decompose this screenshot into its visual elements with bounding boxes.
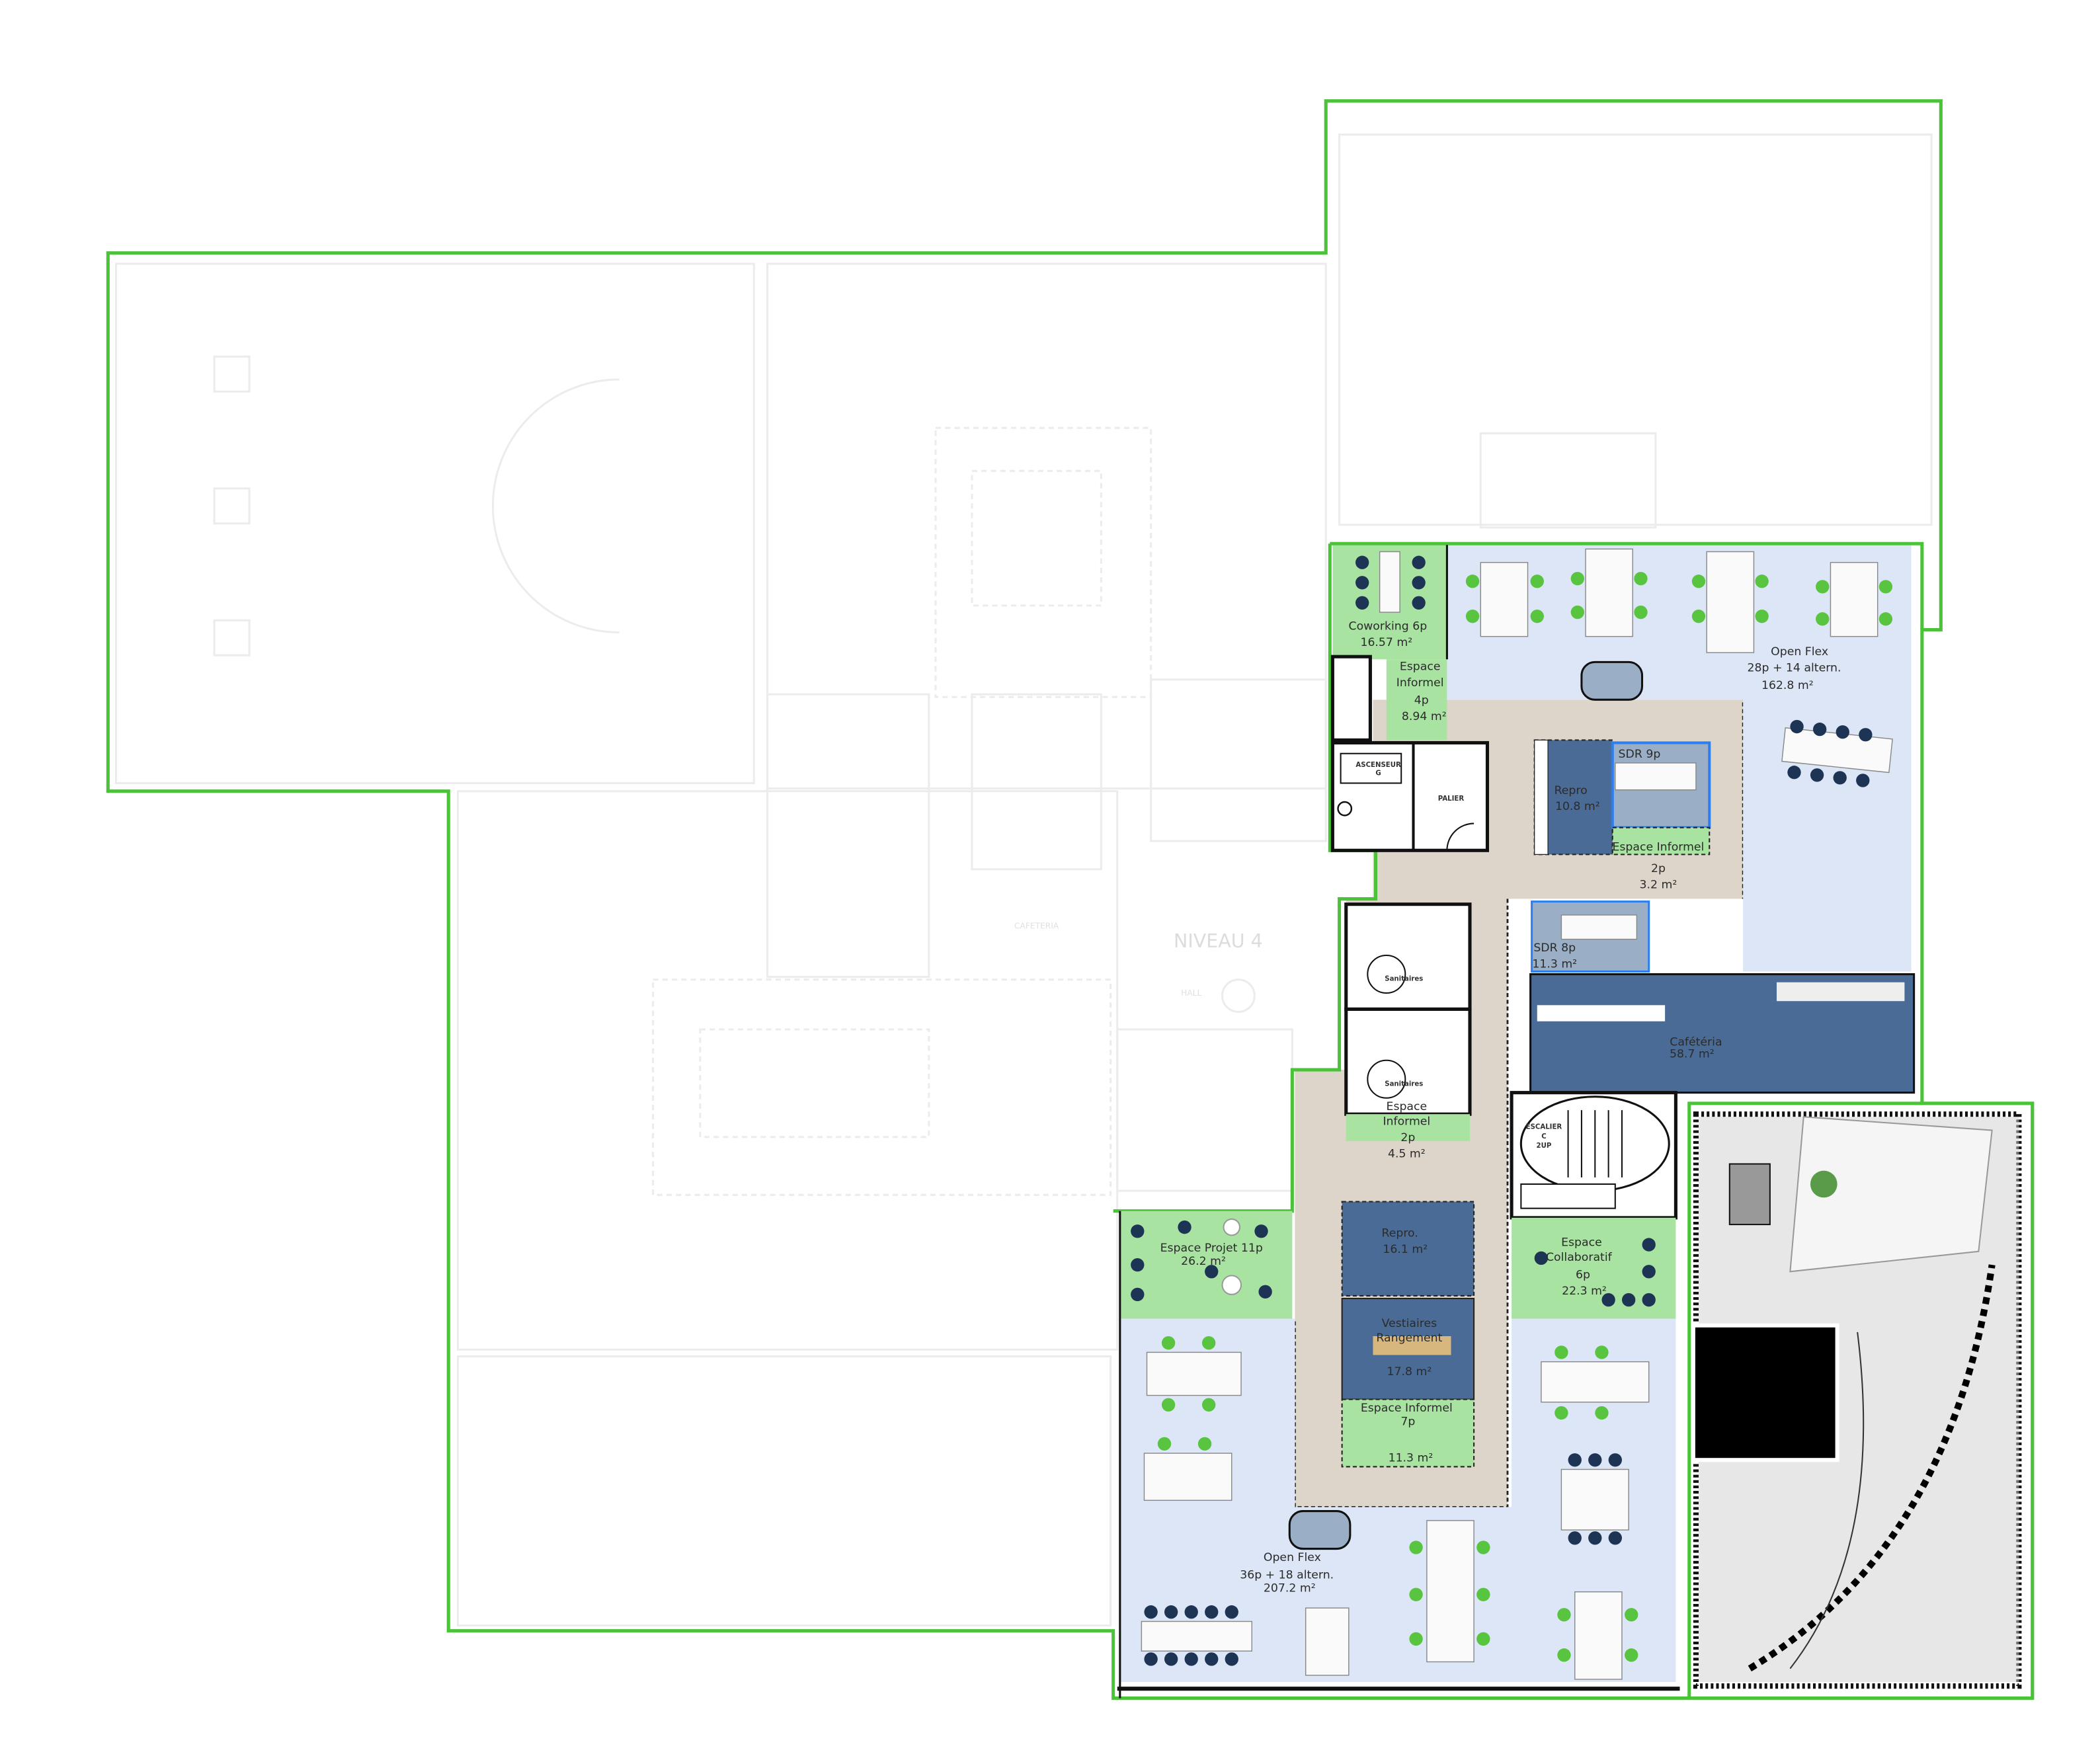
escalier-name2: C bbox=[1541, 1133, 1546, 1140]
desk-cluster bbox=[1143, 1437, 1232, 1501]
core-block bbox=[1330, 655, 1489, 852]
palier-name: PALIER bbox=[1438, 795, 1465, 803]
espace-projet-area: 26.2 m² bbox=[1181, 1255, 1226, 1268]
phone-booth bbox=[1580, 660, 1644, 701]
desk-cluster bbox=[1146, 1336, 1242, 1412]
open-flex-south-zone bbox=[1119, 1318, 1676, 1683]
repro-north-name: Repro bbox=[1555, 784, 1588, 797]
espace-collaboratif-name2: Collaboratif bbox=[1546, 1251, 1613, 1264]
vestiaires-name2: Rangement bbox=[1376, 1332, 1442, 1345]
sanitaires-1-name: Sanitaires bbox=[1385, 976, 1423, 983]
cafeteria-name: Cafétéria bbox=[1670, 1035, 1722, 1049]
repro-south-name: Repro. bbox=[1382, 1226, 1418, 1240]
sdr-9p-name: SDR 9p bbox=[1619, 748, 1661, 761]
espace-informel-2p-north-zone bbox=[1611, 826, 1711, 856]
sdr-8p-area: 11.3 m² bbox=[1532, 957, 1577, 971]
open-flex-north-area: 162.8 m² bbox=[1761, 679, 1814, 692]
espace-projet-name: Espace Projet 11p bbox=[1160, 1242, 1263, 1255]
ascenseur-name2: G bbox=[1375, 770, 1381, 777]
stair-block bbox=[1510, 1091, 1677, 1220]
escalier-name1: ESCALIER bbox=[1526, 1124, 1562, 1131]
repro-south-zone bbox=[1341, 1201, 1475, 1297]
espace-informel-2p-south-name2: Informel bbox=[1383, 1115, 1430, 1128]
repro-north-area: 10.8 m² bbox=[1555, 800, 1600, 813]
desk-cluster bbox=[1570, 548, 1648, 637]
sdr-8p-name: SDR 8p bbox=[1533, 941, 1576, 955]
espace-informel-7p-name: Espace Informel bbox=[1361, 1402, 1453, 1415]
collab-seats bbox=[1534, 1238, 1656, 1307]
espace-informel-4p-zone bbox=[1386, 659, 1447, 740]
coworking-area: 16.57 m² bbox=[1360, 636, 1412, 649]
pool bbox=[1691, 1323, 1839, 1462]
desk-cluster bbox=[1560, 1453, 1629, 1545]
espace-informel-2p-north-capacity: 2p bbox=[1651, 862, 1666, 875]
vestiaires-name1: Vestiaires bbox=[1382, 1317, 1437, 1330]
coworking-name: Coworking 6p bbox=[1349, 619, 1428, 633]
escalier-name3: 2UP bbox=[1537, 1142, 1552, 1150]
bg-hall-label: HALL bbox=[1181, 988, 1201, 998]
open-flex-north-capacity: 28p + 14 altern. bbox=[1748, 662, 1841, 675]
repro-south-area: 16.1 m² bbox=[1383, 1243, 1428, 1256]
espace-collaboratif-name1: Espace bbox=[1561, 1236, 1602, 1250]
level-label: NIVEAU 4 bbox=[1174, 930, 1263, 952]
bench-table bbox=[1141, 1605, 1252, 1666]
desk-cluster bbox=[1816, 562, 1893, 637]
project-seats bbox=[1131, 1218, 1272, 1302]
vestiaires-area: 17.8 m² bbox=[1387, 1365, 1432, 1378]
open-flex-south-area: 207.2 m² bbox=[1264, 1582, 1316, 1595]
desk-cluster bbox=[1541, 1345, 1650, 1420]
room-labels: Coworking 6p 16.57 m² Open Flex 28p + 14… bbox=[1160, 619, 1841, 1595]
sanitaires-block bbox=[1344, 902, 1472, 1116]
espace-informel-7p-capacity: 7p bbox=[1400, 1415, 1415, 1428]
espace-informel-4p-name1: Espace bbox=[1400, 660, 1441, 674]
espace-informel-4p-area: 8.94 m² bbox=[1402, 710, 1447, 723]
desk-cluster bbox=[1557, 1591, 1638, 1680]
espace-informel-2p-south-zone bbox=[1346, 1114, 1470, 1141]
open-flex-north-zone bbox=[1447, 545, 1912, 972]
bg-cafeteria-label: CAFETERIA bbox=[1014, 921, 1059, 930]
desk-cluster bbox=[1409, 1520, 1490, 1663]
espace-informel-2p-south-area: 4.5 m² bbox=[1388, 1147, 1426, 1160]
espace-informel-2p-north-area: 3.2 m² bbox=[1640, 878, 1677, 891]
meeting-table bbox=[1781, 719, 1893, 787]
espace-informel-2p-south-capacity: 2p bbox=[1400, 1131, 1415, 1144]
espace-collaboratif-capacity: 6p bbox=[1576, 1268, 1590, 1281]
espace-informel-7p-area: 11.3 m² bbox=[1389, 1451, 1434, 1464]
coworking-table bbox=[1355, 551, 1426, 613]
sanitaires-2-name: Sanitaires bbox=[1385, 1080, 1423, 1088]
desk-cluster bbox=[1691, 551, 1769, 653]
espace-informel-7p-zone bbox=[1341, 1398, 1475, 1468]
espace-informel-4p-capacity: 4p bbox=[1414, 694, 1429, 707]
open-flex-south-name: Open Flex bbox=[1264, 1551, 1321, 1564]
background-plan: NIVEAU 4 CAFETERIA HALL bbox=[115, 133, 1933, 1627]
ascenseur-name1: ASCENSEUR bbox=[1355, 762, 1401, 769]
desk-cluster bbox=[1465, 562, 1544, 637]
cafeteria-area: 58.7 m² bbox=[1670, 1048, 1715, 1061]
furniture bbox=[1131, 548, 1893, 1680]
open-flex-north-name: Open Flex bbox=[1771, 645, 1828, 658]
espace-informel-2p-south-name1: Espace bbox=[1387, 1100, 1428, 1113]
espace-collaboratif-area: 22.3 m² bbox=[1562, 1285, 1607, 1298]
espace-informel-2p-north-name: Espace Informel bbox=[1612, 840, 1704, 854]
open-flex-south-capacity: 36p + 18 altern. bbox=[1240, 1568, 1334, 1581]
phone-booth bbox=[1288, 1510, 1352, 1550]
espace-informel-4p-name2: Informel bbox=[1396, 676, 1444, 690]
terrace bbox=[1687, 1101, 2035, 1700]
